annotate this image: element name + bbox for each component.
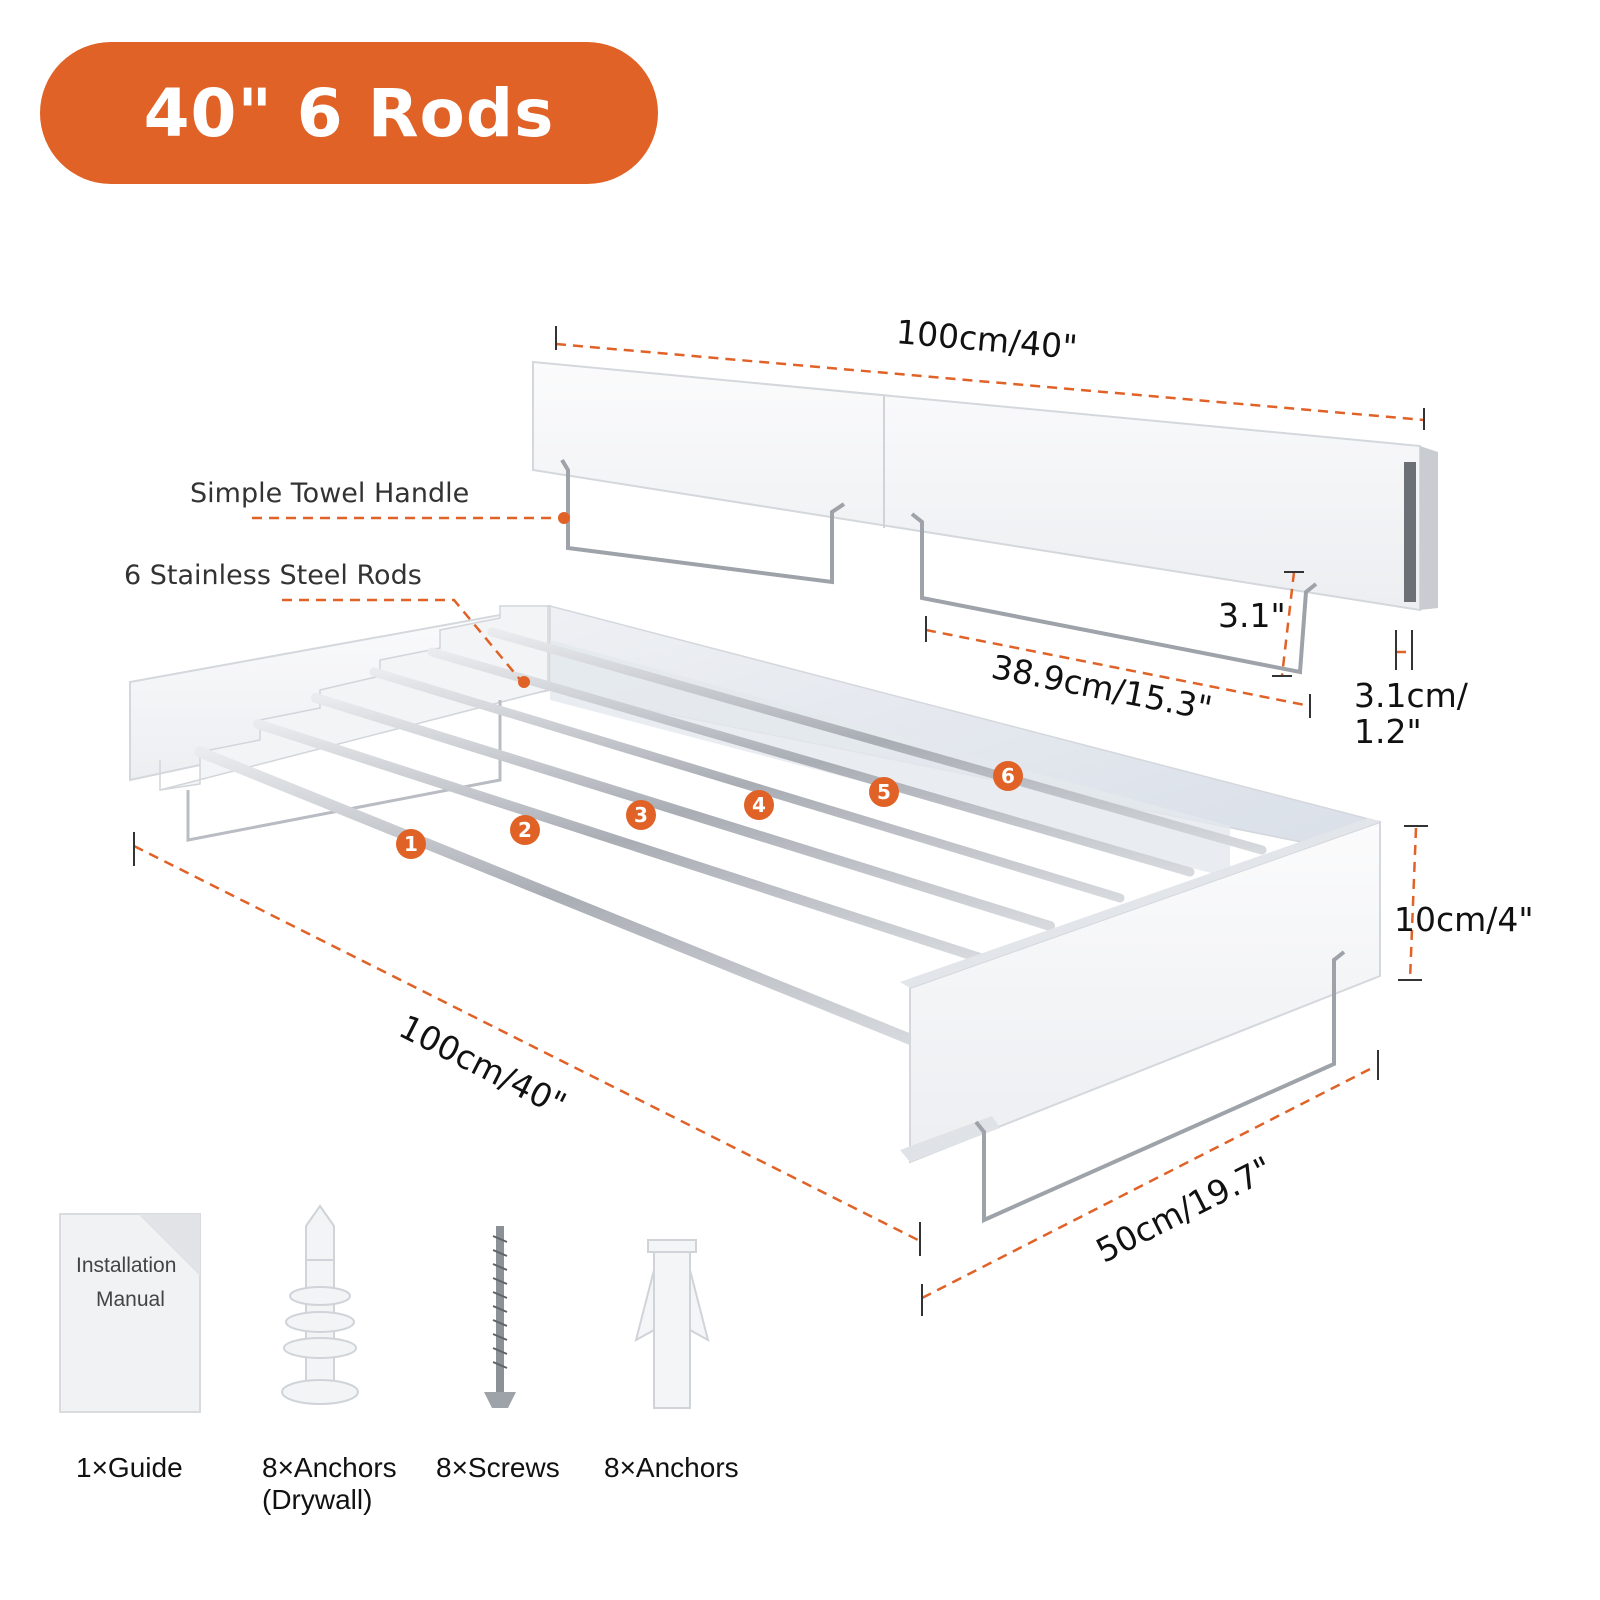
- manual-line-2: Manual: [96, 1288, 165, 1311]
- dim-line-top-length: [555, 342, 1425, 422]
- screw-icon: [484, 1226, 516, 1408]
- rod-marker-6: [993, 761, 1023, 791]
- accessory-guide-line-1: 1×Guide: [76, 1452, 183, 1483]
- rod-marker-4: [744, 790, 774, 820]
- guide-booklet-icon: Installation Manual: [59, 1213, 201, 1413]
- title-badge: 40" 6 Rods: [40, 42, 658, 184]
- rod-2: [253, 719, 985, 963]
- callout-towel-handle: Simple Towel Handle: [190, 478, 470, 509]
- drywall-anchor-icon: [281, 1204, 359, 1405]
- dim-thickness-line-1: 3.1cm/: [1354, 676, 1468, 715]
- end-panel-top: [900, 818, 1380, 988]
- accessory-label-guide: 1×Guide: [76, 1452, 183, 1484]
- end-panel-foot: [900, 1116, 1000, 1162]
- rod-marker-2-label: 2: [518, 818, 532, 842]
- accessory-label-screws: 8×Screws: [436, 1452, 560, 1484]
- rod-5: [427, 647, 1195, 877]
- dim-line-handle-length: [925, 628, 1311, 708]
- rod-marker-3: [626, 800, 656, 830]
- dim-line-handle-height: [1280, 571, 1296, 677]
- callout-rods: 6 Stainless Steel Rods: [124, 560, 422, 591]
- accessory-screws-line-1: 8×Screws: [436, 1452, 560, 1483]
- rod-1: [194, 746, 918, 1046]
- rod-marker-5-label: 5: [877, 780, 891, 804]
- rod-markers: 1 2 3 4 5 6: [396, 761, 1023, 859]
- end-panel: [909, 820, 1381, 1164]
- manual-line-1: Installation: [76, 1254, 176, 1277]
- rod-marker-4-label: 4: [752, 793, 766, 817]
- accessory-label-drywall-anchors: 8×Anchors (Drywall): [262, 1452, 397, 1516]
- folded-rack-end: [1420, 446, 1438, 610]
- dimension-ticks: [133, 326, 1428, 1316]
- dimension-lines: [133, 342, 1425, 1300]
- folded-towel-handle-left: [560, 458, 846, 585]
- accessory-anchors-line-1: 8×Anchors: [604, 1452, 739, 1483]
- rod-4: [369, 667, 1125, 903]
- dim-handle-height: 3.1": [1218, 596, 1286, 635]
- expanded-rack: [129, 604, 1381, 1224]
- rod-marker-6-label: 6: [1001, 764, 1015, 788]
- rod-marker-5: [869, 777, 899, 807]
- dim-depth: 10cm/4": [1394, 900, 1534, 939]
- rod-3: [311, 693, 1055, 931]
- rod-6: [487, 627, 1267, 855]
- callout-leader-rods: [282, 598, 523, 683]
- accessory-drywall-line-2: (Drywall): [262, 1484, 373, 1515]
- title-badge-text: 40" 6 Rods: [143, 74, 555, 152]
- expanded-towel-handle: [974, 950, 1346, 1224]
- folded-rack-slot: [1404, 462, 1416, 602]
- dim-line-bottom-length: [133, 844, 919, 1242]
- accessory-label-anchors: 8×Anchors: [604, 1452, 739, 1484]
- drying-rods: [194, 627, 1267, 1046]
- dim-thickness-line-2: 1.2": [1354, 712, 1422, 751]
- rod-marker-1-label: 1: [404, 832, 418, 856]
- dim-line-depth: [1408, 827, 1418, 981]
- rod-marker-1: [396, 829, 426, 859]
- folded-rack: [532, 360, 1438, 675]
- accessory-drywall-line-1: 8×Anchors: [262, 1452, 397, 1483]
- plastic-anchor-icon: [634, 1239, 710, 1409]
- callout-dot-towel-handle: [558, 512, 570, 524]
- folded-towel-handle-right: [910, 512, 1318, 675]
- callout-dot-rods: [518, 676, 530, 688]
- rod-marker-3-label: 3: [634, 803, 648, 827]
- rod-marker-2: [510, 815, 540, 845]
